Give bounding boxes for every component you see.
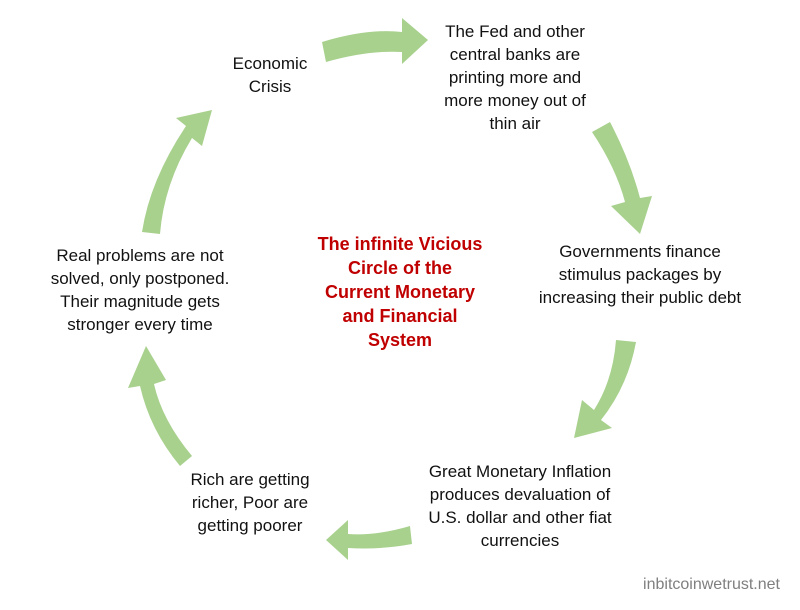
node-monetary-inflation: Great Monetary Inflation produces devalu… [428, 462, 612, 550]
node-economic-crisis: Economic Crisis [232, 54, 308, 96]
arrow-inflation-to-rich [326, 520, 412, 560]
node-governments-stimulus: Governments finance stimulus packages by… [538, 242, 742, 307]
arrow-crisis-to-fed [322, 18, 428, 64]
arrow-problems-to-crisis [142, 110, 212, 234]
node-rich-poor: Rich are getting richer, Poor are gettin… [190, 470, 310, 535]
arrow-rich-to-problems [128, 346, 192, 466]
arrow-gov-to-inflation [574, 340, 636, 438]
diagram-title: The infinite Vicious Circle of the Curre… [317, 234, 483, 350]
node-real-problems: Real problems are not solved, only postp… [50, 246, 230, 334]
watermark: inbitcoinwetrust.net [643, 576, 780, 593]
node-central-banks-printing: The Fed and other central banks are prin… [444, 22, 586, 133]
arrow-fed-to-gov [592, 122, 652, 234]
